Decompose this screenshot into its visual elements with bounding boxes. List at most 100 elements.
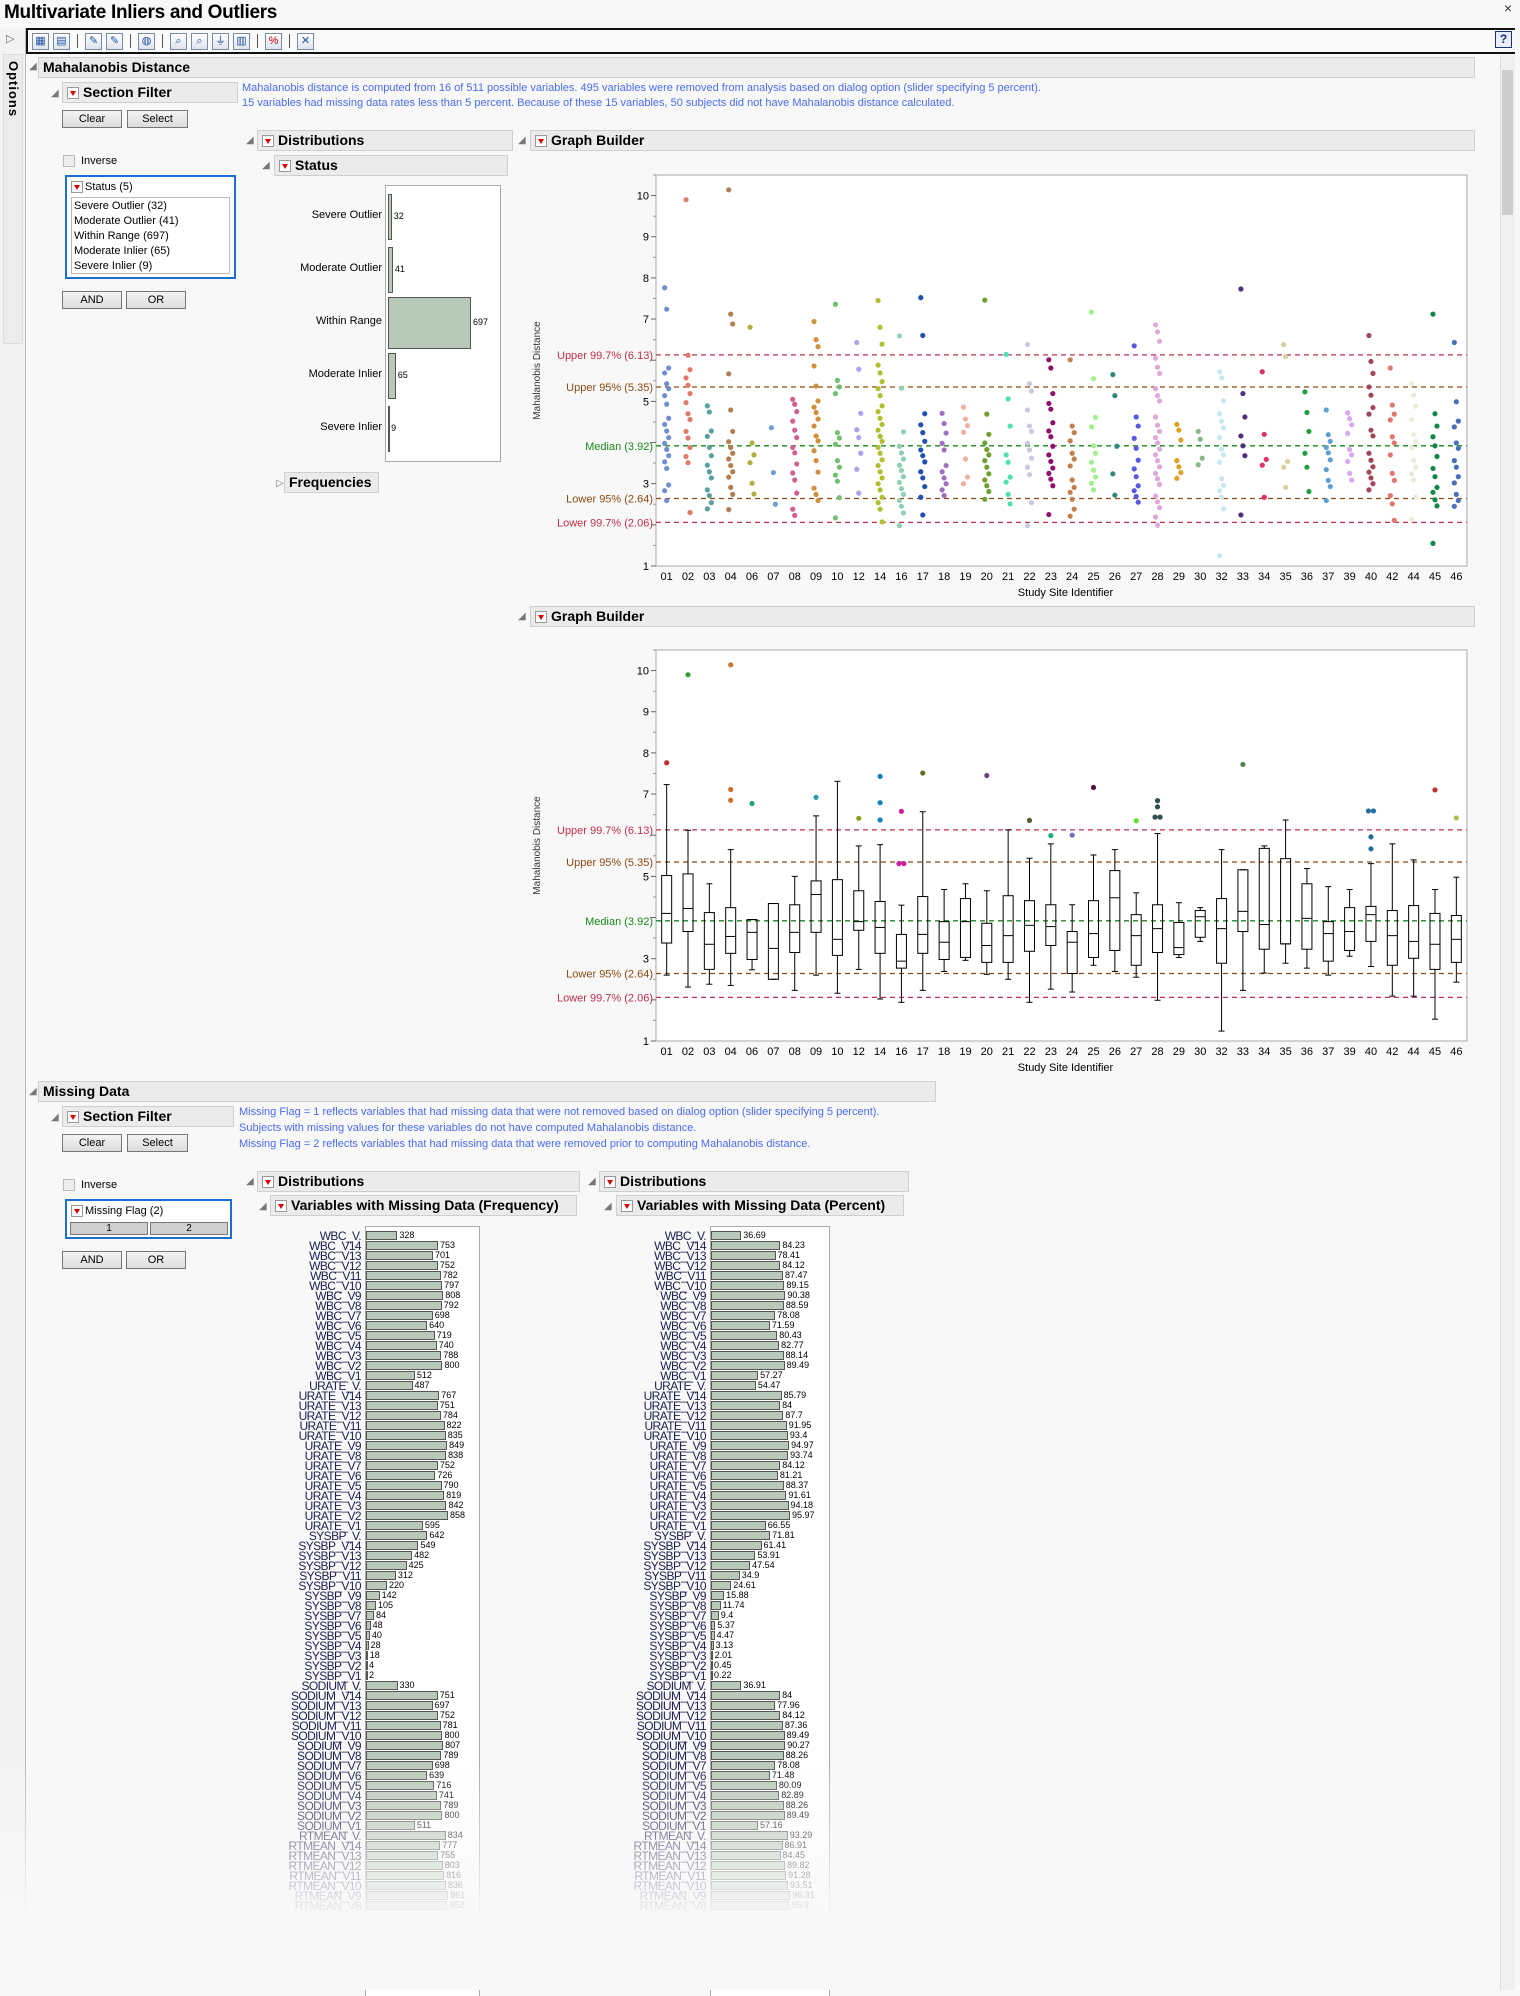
disclosure-icon[interactable]: ◢ — [246, 1176, 254, 1187]
red-triangle-menu-icon[interactable] — [275, 1199, 287, 1212]
disclosure-icon[interactable]: ◢ — [604, 1201, 612, 1212]
disclosure-icon[interactable]: ◢ — [518, 611, 526, 622]
status-filter-item[interactable]: Moderate Outlier (41) — [74, 215, 179, 227]
disclosure-icon[interactable]: ◢ — [51, 1112, 59, 1123]
data-point — [664, 381, 670, 387]
red-triangle-menu-icon[interactable] — [67, 1110, 79, 1123]
disclosure-icon[interactable]: ◢ — [259, 1201, 267, 1212]
status-filter-item[interactable]: Severe Inlier (9) — [74, 260, 153, 272]
red-triangle-menu-icon[interactable] — [71, 1205, 83, 1217]
variable-label: SYSBP_V6 — [304, 1619, 361, 1633]
clear-button[interactable]: Clear — [62, 1134, 122, 1152]
red-triangle-menu-icon[interactable] — [621, 1199, 633, 1212]
box — [810, 880, 822, 933]
missing-bar-value: 751 — [439, 1400, 455, 1410]
missing-bar-value: 4 — [369, 1660, 375, 1670]
section-filter-header[interactable]: Section Filter — [62, 82, 238, 103]
data-point — [1133, 474, 1139, 480]
data-point — [685, 460, 691, 466]
mahalanobis-header[interactable]: Mahalanobis Distance — [38, 57, 1475, 78]
missing-flag-1-button[interactable]: 1 — [70, 1222, 148, 1235]
data-point — [1323, 444, 1329, 451]
missing-flag-2-button[interactable]: 2 — [150, 1222, 228, 1235]
data-point — [879, 457, 885, 463]
disclosure-icon[interactable]: ◢ — [262, 160, 270, 171]
chart-icon[interactable]: ▥ — [233, 32, 250, 50]
data-point — [1156, 481, 1163, 488]
percent-icon[interactable]: % — [265, 32, 282, 50]
scrollbar-thumb[interactable] — [1502, 70, 1513, 215]
variable-label: WBC_V6 — [660, 1319, 706, 1333]
missing-bar-value: 755 — [440, 1850, 456, 1860]
disclosure-icon[interactable]: ◢ — [51, 88, 59, 99]
data-point — [900, 456, 907, 462]
red-triangle-menu-icon[interactable] — [262, 1175, 274, 1188]
select-button[interactable]: Select — [127, 1134, 188, 1152]
data-point — [1432, 497, 1438, 503]
globe-icon[interactable]: ◍ — [138, 32, 155, 50]
speech-bubble-alt-icon[interactable]: ✎ — [106, 32, 123, 50]
red-triangle-menu-icon[interactable] — [67, 86, 79, 99]
missing-bar — [711, 1401, 781, 1410]
variable-label: SYSBP_V3 — [649, 1649, 706, 1663]
close-icon[interactable]: × — [1503, 0, 1512, 16]
graph-builder-header[interactable]: Graph Builder — [530, 130, 1475, 151]
inverse-checkbox[interactable] — [63, 155, 75, 167]
distributions-header[interactable]: Distributions — [257, 130, 513, 151]
data-point — [708, 475, 714, 481]
vertical-scrollbar[interactable] — [1500, 55, 1515, 1990]
help-button[interactable]: ? — [1495, 31, 1512, 48]
status-filter-item[interactable]: Moderate Inlier (65) — [74, 245, 170, 257]
disclosure-icon[interactable]: ◢ — [588, 1176, 596, 1187]
filter-icon[interactable]: ⏚ — [212, 32, 229, 50]
distributions-header[interactable]: Distributions — [257, 1171, 580, 1192]
disclosure-icon[interactable]: ◢ — [29, 61, 37, 72]
red-triangle-menu-icon[interactable] — [262, 134, 274, 147]
data-point — [772, 501, 778, 507]
options-panel[interactable]: ▷ Options — [0, 28, 26, 1928]
clear-button[interactable]: Clear — [62, 110, 122, 128]
options-tab[interactable]: Options — [3, 54, 23, 344]
disclosure-icon[interactable]: ◢ — [29, 1086, 37, 1097]
expand-triangle-icon[interactable]: ▷ — [6, 33, 15, 45]
disclosure-icon[interactable]: ◢ — [246, 135, 254, 146]
status-filter-item[interactable]: Severe Outlier (32) — [74, 200, 167, 212]
red-triangle-menu-icon[interactable] — [535, 134, 547, 147]
frequencies-header[interactable]: Frequencies — [284, 472, 379, 493]
data-point — [790, 444, 796, 451]
section-filter-header[interactable]: Section Filter — [62, 1106, 234, 1127]
inspect-alt-icon[interactable]: ⌕ — [191, 32, 208, 50]
inspect-icon[interactable]: ⌕ — [170, 32, 187, 50]
and-button[interactable]: AND — [62, 291, 122, 309]
data-point — [1282, 353, 1289, 360]
inverse-checkbox[interactable] — [63, 1179, 75, 1191]
red-triangle-menu-icon[interactable] — [71, 181, 83, 193]
distributions-header[interactable]: Distributions — [599, 1171, 909, 1192]
select-button[interactable]: Select — [127, 110, 188, 128]
data-table-icon[interactable]: ▦ — [32, 32, 49, 50]
status-filter-item[interactable]: Within Range (697) — [74, 230, 169, 242]
status-header[interactable]: Status — [274, 155, 508, 176]
status-bar-value: 41 — [394, 264, 405, 274]
missing-data-header[interactable]: Missing Data — [38, 1081, 936, 1102]
data-point — [1434, 453, 1440, 460]
red-triangle-menu-icon[interactable] — [535, 610, 547, 623]
report-icon[interactable]: ▤ — [53, 32, 70, 50]
collapsed-triangle-icon[interactable]: ▷ — [276, 478, 284, 489]
x-tick-label: 17 — [917, 1046, 929, 1058]
frequency-header[interactable]: Variables with Missing Data (Frequency) — [270, 1195, 577, 1216]
missing-bar — [711, 1451, 789, 1460]
data-point — [1411, 392, 1417, 398]
percent-header[interactable]: Variables with Missing Data (Percent) — [616, 1195, 904, 1216]
data-point — [1048, 476, 1054, 482]
disclosure-icon[interactable]: ◢ — [518, 135, 526, 146]
missing-bar-value: 91.28 — [788, 1870, 811, 1880]
red-triangle-menu-icon[interactable] — [279, 159, 291, 172]
speech-bubble-icon[interactable]: ✎ — [85, 32, 102, 50]
or-button[interactable]: OR — [126, 1251, 186, 1269]
graph-builder-header[interactable]: Graph Builder — [530, 606, 1475, 627]
and-button[interactable]: AND — [62, 1251, 122, 1269]
close-x-icon[interactable]: ✕ — [297, 32, 314, 50]
or-button[interactable]: OR — [126, 291, 186, 309]
red-triangle-menu-icon[interactable] — [604, 1175, 616, 1188]
